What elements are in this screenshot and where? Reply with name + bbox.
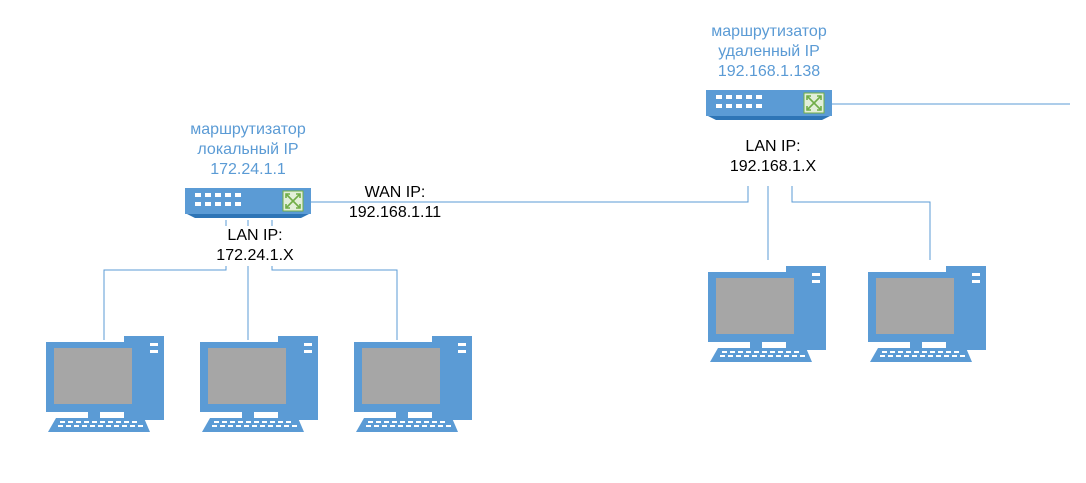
desktop-computer-icon	[708, 266, 830, 362]
local-lan-ip-value: 172.24.1.X	[216, 247, 294, 264]
remote-lan-ip-title: LAN IP:	[745, 138, 801, 155]
remote-lan-ip-value: 192.168.1.X	[729, 158, 817, 175]
lan-cable-pc5	[791, 186, 931, 260]
desktop-computer-icon	[46, 336, 168, 432]
local-router-ip: 172.24.1.1	[210, 161, 286, 178]
local-lan-ip-title: LAN IP:	[227, 227, 283, 244]
local-lan-ip-label: LAN IP: 172.24.1.X	[190, 226, 320, 266]
remote-router-ip: 192.168.1.138	[717, 63, 821, 80]
wan-cable	[311, 186, 749, 203]
router-switch-icon	[185, 186, 311, 218]
local-router-name: маршрутизатор	[190, 121, 306, 138]
remote-router-ip-type: удаленный IP	[718, 43, 820, 60]
remote-router-name: маршрутизатор	[711, 23, 827, 40]
local-router-label: маршрутизатор локальный IP 172.24.1.1	[168, 120, 328, 180]
local-router-ip-type: локальный IP	[197, 141, 299, 158]
desktop-computer-icon	[200, 336, 322, 432]
remote-lan-ip-label: LAN IP: 192.168.1.X	[708, 137, 838, 177]
router-switch-icon	[706, 88, 832, 120]
wan-ip-value: 192.168.1.11	[348, 204, 442, 221]
wan-ip-title: WAN IP:	[364, 184, 426, 201]
wan-ip-label: WAN IP: 192.168.1.11	[320, 183, 470, 223]
desktop-computer-icon	[868, 266, 990, 362]
desktop-computer-icon	[354, 336, 476, 432]
remote-router-label: маршрутизатор удаленный IP 192.168.1.138	[684, 22, 854, 82]
